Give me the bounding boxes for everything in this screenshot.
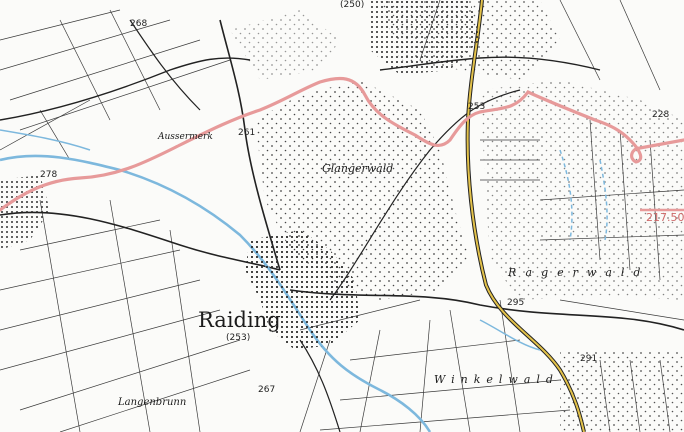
forest-northwest [230,10,340,80]
red-route [0,76,684,212]
spot-height-278: 278 [40,170,58,180]
spot-height-250: (250) [340,0,365,10]
stream-south [479,319,541,351]
stream-northwest [0,129,91,151]
road-raiding-north [219,19,281,271]
spot-height-267: 267 [258,385,276,395]
village-raiding [245,230,360,350]
forest-areas [230,0,684,432]
village-west [0,175,50,250]
road-northwest-2 [129,19,201,111]
place-label-ragerwald: Ragerwald [508,266,650,279]
place-label-raiding: Raiding [198,308,281,332]
forest-ragerwald [480,80,684,300]
spot-height-228: 228 [652,110,670,120]
main-road [465,0,586,432]
road-diagonal-ne [329,89,521,301]
stream-east [559,149,573,241]
villages [0,0,480,350]
route-label: 217.50 [646,211,684,224]
spot-height-295: 295 [507,298,525,308]
spot-height-268: 268 [130,19,148,29]
raiding-elevation: (253) [226,333,251,343]
forest-winkelwald [560,350,684,432]
place-label-aussermerk: Aussermerk [158,132,213,142]
spot-height-253: 253 [468,102,486,112]
stream-east-2 [599,159,608,241]
spot-height-291: 291 [580,354,598,364]
road-south [299,339,341,432]
village-north [370,0,480,75]
road-northwest [0,57,251,121]
spot-height-261: 261 [238,128,256,138]
place-label-langenbrunn: Langenbrunn [118,397,187,408]
place-label-glangerwald: Glangerwald [322,162,394,175]
place-label-winkelwald: Winkelwald [434,373,559,386]
